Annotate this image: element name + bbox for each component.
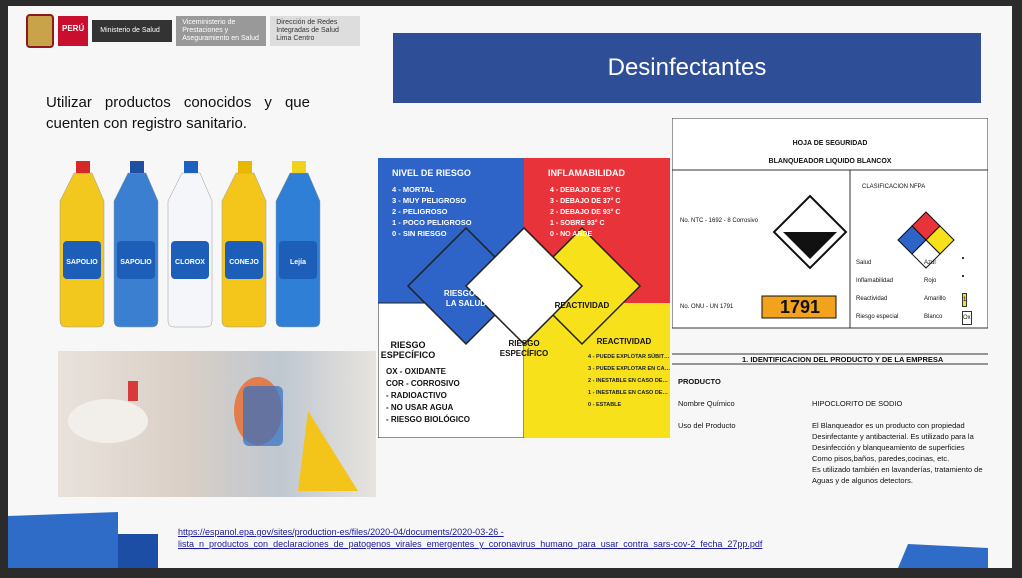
ministry-label: Ministerio de Salud [92,20,173,42]
bottle-label: SAPOLIO [66,259,98,266]
legend-swatch: Ox [962,311,972,325]
bottle: SAPOLIO [59,161,105,328]
slide: PERÚ Ministerio de Salud Viceministerio … [8,6,1012,568]
reference-line-2[interactable]: lista_n_productos_con_declaraciones_de_p… [178,539,763,549]
legend-label: Riesgo especial [856,314,899,320]
legend-color-name: Amarillo [924,296,946,302]
reactividad-title: REACTIVIDAD [597,337,652,346]
bottle-label: CLOROX [175,259,205,266]
uso-line: El Blanqueador es un producto con propie… [812,421,965,430]
diamond-bottom [464,226,584,346]
bottle: SAPOLIO [113,161,159,328]
producto-label: PRODUCTO [678,377,721,386]
nivel-riesgo-item: 4 - MORTAL [392,185,435,194]
section-title: 1. IDENTIFICACION DEL PRODUCTO Y DE LA E… [742,355,944,364]
uso-label: Uso del Producto [678,421,736,430]
vice-ministry-label: Viceministerio de Prestaciones y Asegura… [176,16,267,46]
nivel-riesgo-item: 2 - PELIGROSO [392,207,448,216]
disinfectant-bottles-image: SAPOLIO SAPOLIO CLOROX CONEJO Lejía [59,161,321,328]
riesgo-especifico-item: COR - CORROSIVO [386,379,460,388]
riesgo-especifico-item: - RIESGO BIOLÓGICO [386,415,470,424]
inflamabilidad-item: 4 - DEBAJO DE 25° C [550,186,621,194]
reactividad-item: 2 - INESTABLE EN CASO DE… [588,378,668,384]
riesgo-especifico-item: - RADIOACTIVO [386,391,447,400]
riesgo-especifico-item: OX - OXIDANTE [386,367,447,376]
bottle-label: SAPOLIO [120,259,152,266]
reference-link[interactable]: https://espanol.epa.gov/sites/production… [178,526,762,550]
nivel-riesgo-item: 0 - SIN RIESGO [392,229,447,238]
nfpa-caption: CLASIFICACION NFPA [862,184,926,190]
nombre-quimico-label: Nombre Químico [678,399,735,408]
slide-title: Desinfectantes [393,33,981,103]
inflamabilidad-title: INFLAMABILIDAD [548,168,625,178]
footer-decoration [8,512,988,568]
legend-color-name: Azul [924,260,936,266]
uso-description: El Blanqueador es un producto con propie… [812,420,988,486]
nfpa-diagram: NIVEL DE RIESGO INFLAMABILIDAD 4 - MORTA… [378,158,670,438]
reactividad-item: 1 - INESTABLE EN CASO DE… [588,390,668,396]
uso-line: Como pisos,baños, paredes,cocinas, etc. [812,454,950,463]
sheet-product-title: BLANQUEADOR LIQUIDO BLANCOX [768,158,892,165]
uso-line: Aguas y de algunos detectors. [812,476,913,485]
bottle-label: CONEJO [229,259,259,266]
reactividad-item: 3 - PUEDE EXPLOTAR EN CA… [588,366,670,372]
un-code: 1791 [779,297,821,317]
sheet-row2: No. ONU - UN 1791 [680,304,734,310]
reactividad-item: 0 - ESTABLE [588,402,622,408]
sheet-row1: No. NTC - 1692 - 8 Corrosivo [680,218,759,224]
header-logos: PERÚ Ministerio de Salud Viceministerio … [26,14,361,48]
inflamabilidad-item: 3 - DEBAJO DE 37° C [550,197,621,205]
safety-data-sheet: HOJA DE SEGURIDAD BLANQUEADOR LIQUIDO BL… [672,118,988,498]
uso-line: Desinfectante y antibacterial. Es utiliz… [812,432,974,441]
bottle: CONEJO [221,161,267,328]
inflamabilidad-item: 2 - DEBAJO DE 93° C [550,208,621,216]
diamond-reactividad-label: REACTIVIDAD [555,301,610,310]
legend-swatch [962,275,964,277]
uso-line: Es utilizado también en lavanderías, tra… [812,465,983,474]
legend-label: Salud [856,260,872,266]
reactividad-item: 4 - PUEDE EXPLOTAR SÚBIT… [588,353,670,360]
nivel-riesgo-item: 3 - MUY PELIGROSO [392,196,466,205]
legend-color-name: Rojo [924,278,937,284]
reference-line-1[interactable]: https://espanol.epa.gov/sites/production… [178,527,504,537]
nombre-quimico-value: HIPOCLORITO DE SODIO [812,399,903,408]
inflamabilidad-item: 0 - NO ARDE [550,231,592,238]
nivel-riesgo-item: 1 - POCO PELIGROSO [392,218,472,227]
nivel-riesgo-title: NIVEL DE RIESGO [392,168,471,178]
intro-text: Utilizar productos conocidos y que cuent… [46,94,310,132]
legend-swatch [962,257,964,259]
legend-label: Inflamabilidad [856,278,894,284]
diamond-inflamabilidad-label: INFLAMABILIDAD [495,265,553,272]
uso-line: Desinfección y blanqueamiento de superfi… [812,443,965,452]
peru-label: PERÚ [58,16,89,46]
sheet-frame [672,118,988,365]
bottle-label: Lejía [290,259,306,266]
bottle: Lejía [275,161,321,328]
cleaning-photo [58,351,376,497]
direction-label: Dirección de Redes Integradas de Salud L… [270,16,361,46]
legend-swatch: 1 [962,293,968,307]
inflamabilidad-item: 1 - SOBRE 93° C [550,219,605,227]
coat-of-arms-icon [26,14,54,48]
sheet-title: HOJA DE SEGURIDAD [792,140,868,147]
legend-label: Reactividad [856,296,888,302]
cleaning-illustration [68,377,358,491]
riesgo-especifico-item: - NO USAR AGUA [386,403,453,412]
bottle: CLOROX [167,161,213,328]
legend-color-name: Blanco [924,314,943,320]
